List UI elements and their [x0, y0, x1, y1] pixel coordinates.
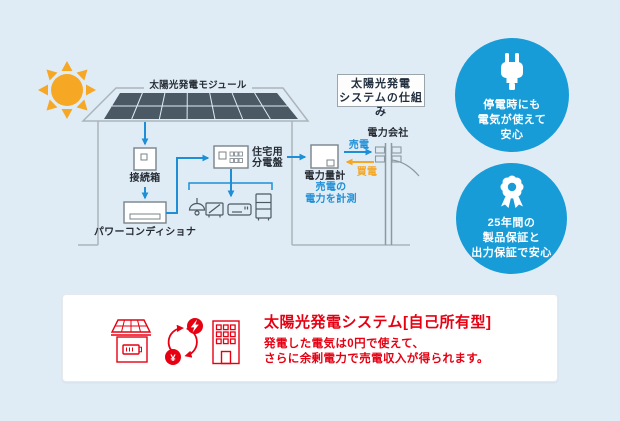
distribution-board-label: 住宅用 分電盤: [252, 147, 283, 169]
building-icon: [212, 320, 240, 365]
distribution-board-icon: [213, 145, 249, 169]
refrigerator-icon: [255, 193, 272, 221]
power-conditioner-label: パワーコンディショナ: [93, 227, 197, 238]
lightning-icon: [187, 318, 203, 334]
buy-label: 買電: [356, 167, 378, 178]
tv-icon: [205, 202, 224, 218]
power-company-label: 電力会社: [367, 128, 409, 139]
power-meter-label: 電力量計: [304, 171, 346, 182]
diagram-title-box: 太陽光発電 システムの仕組み: [337, 74, 425, 118]
power-conditioner-icon: [123, 201, 167, 224]
badge-warranty: 25年間の 製品保証と 出力保証で安心: [456, 163, 567, 274]
junction-box-label: 接続箱: [129, 173, 161, 184]
offer-card: ¥ 太陽光発電システム[自己所有型] 発電した電気は0円で使えて、 さらに余剰電…: [62, 294, 558, 382]
system-diagram: [38, 61, 420, 246]
flow-arrows: [141, 122, 373, 214]
sun-icon: [38, 61, 96, 119]
plug-icon: [501, 53, 523, 90]
badge-outage: 停電時にも 電気が使えて 安心: [455, 38, 569, 152]
badge-warranty-text: 25年間の 製品保証と 出力保証で安心: [471, 217, 552, 259]
power-meter-icon: [310, 144, 339, 169]
air-conditioner-icon: [227, 203, 252, 216]
offer-card-description: 発電した電気は0円で使えて、 さらに余剰電力で売電収入が得られます。: [264, 338, 489, 365]
junction-box-icon: [133, 147, 157, 171]
offer-card-title: 太陽光発電システム[自己所有型]: [264, 314, 492, 331]
utility-pole-icon: [374, 143, 420, 245]
badge-outage-text: 停電時にも 電気が使えて 安心: [477, 99, 547, 141]
appliance-icons: [188, 193, 272, 221]
yen-icon: ¥: [165, 349, 181, 365]
meter-note: 売電の 電力を計測: [305, 182, 357, 205]
medal-ribbon-icon: [500, 175, 523, 208]
module-label: 太陽光発電モジュール: [108, 80, 288, 91]
solar-panel-array: [104, 92, 298, 120]
solar-house-icon: [110, 319, 152, 363]
svg-text:¥: ¥: [170, 353, 176, 364]
lamp-icon: [188, 198, 206, 216]
offer-card-icons: ¥: [110, 318, 240, 365]
sell-label: 売電: [348, 140, 370, 151]
